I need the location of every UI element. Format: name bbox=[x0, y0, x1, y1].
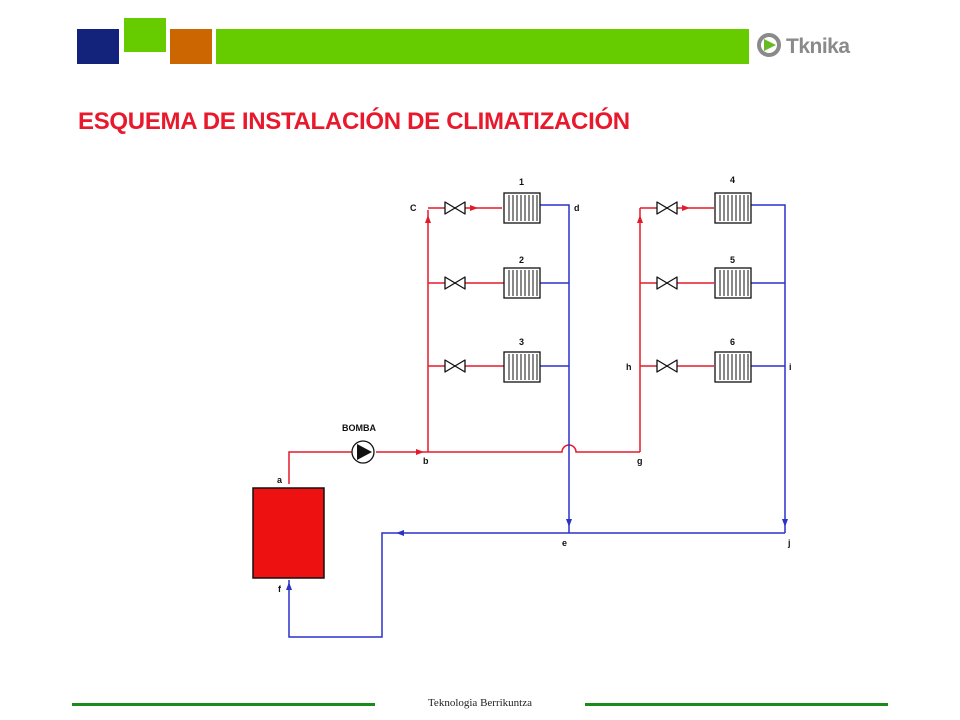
radiator-6-icon bbox=[714, 351, 752, 383]
node-label-h: h bbox=[626, 362, 632, 372]
radiator-4-icon bbox=[714, 192, 752, 224]
valve-5-icon bbox=[656, 276, 678, 290]
footer-line-left bbox=[72, 703, 375, 706]
header-square-navy bbox=[77, 29, 119, 64]
node-label-b: b bbox=[423, 456, 429, 466]
return-column-right bbox=[751, 204, 786, 533]
node-label-i: i bbox=[789, 362, 792, 372]
pipe-a-to-pump bbox=[288, 451, 352, 484]
radiator-label-3: 3 bbox=[519, 337, 524, 347]
pipe-b-to-g bbox=[376, 444, 640, 453]
valve-1-icon bbox=[444, 201, 466, 215]
return-arrows bbox=[286, 519, 788, 590]
return-piping bbox=[288, 204, 786, 638]
return-main bbox=[288, 532, 785, 638]
page-title: ESQUEMA DE INSTALACIÓN DE CLIMATIZACIÓN bbox=[78, 108, 630, 135]
valve-6-icon bbox=[656, 359, 678, 373]
return-branches-left bbox=[540, 282, 569, 367]
node-label-j: j bbox=[787, 538, 791, 548]
radiator-2-icon bbox=[503, 267, 541, 299]
radiator-1-icon bbox=[503, 192, 541, 224]
pump-label: BOMBA bbox=[342, 423, 376, 433]
branches-left bbox=[428, 207, 504, 367]
radiator-label-5: 5 bbox=[730, 255, 735, 265]
radiator-label-4: 4 bbox=[730, 175, 735, 185]
node-label-g: g bbox=[637, 456, 643, 466]
return-branches-right bbox=[751, 282, 785, 367]
radiator-label-2: 2 bbox=[519, 255, 524, 265]
node-label-d: d bbox=[574, 203, 580, 213]
header-square-orange bbox=[170, 29, 212, 64]
footer-text: Teknologia Berrikuntza bbox=[427, 697, 532, 709]
radiator-3-icon bbox=[503, 351, 541, 383]
valve-2-icon bbox=[444, 276, 466, 290]
node-label-a: a bbox=[277, 475, 283, 485]
supply-piping bbox=[288, 207, 714, 484]
radiator-label-1: 1 bbox=[519, 177, 524, 187]
supply-arrows bbox=[416, 205, 690, 455]
node-label-c: C bbox=[410, 203, 417, 213]
logo-text: Tknika bbox=[786, 35, 850, 58]
radiators bbox=[503, 192, 752, 383]
footer-line-right bbox=[585, 703, 888, 706]
radiator-5-icon bbox=[714, 267, 752, 299]
radiator-label-6: 6 bbox=[730, 337, 735, 347]
node-label-e: e bbox=[562, 538, 567, 548]
return-column-left bbox=[540, 204, 570, 533]
valve-3-icon bbox=[444, 359, 466, 373]
tknika-logo: Tknika bbox=[757, 33, 851, 58]
logo-ring-icon bbox=[757, 33, 781, 57]
valve-4-icon bbox=[656, 201, 678, 215]
pump-icon bbox=[351, 440, 375, 464]
header-bar bbox=[216, 29, 749, 64]
node-label-f: f bbox=[278, 584, 282, 594]
header-square-green bbox=[124, 18, 166, 52]
boiler bbox=[252, 487, 325, 579]
logo-arrow-icon bbox=[764, 39, 776, 51]
valves bbox=[444, 201, 678, 373]
